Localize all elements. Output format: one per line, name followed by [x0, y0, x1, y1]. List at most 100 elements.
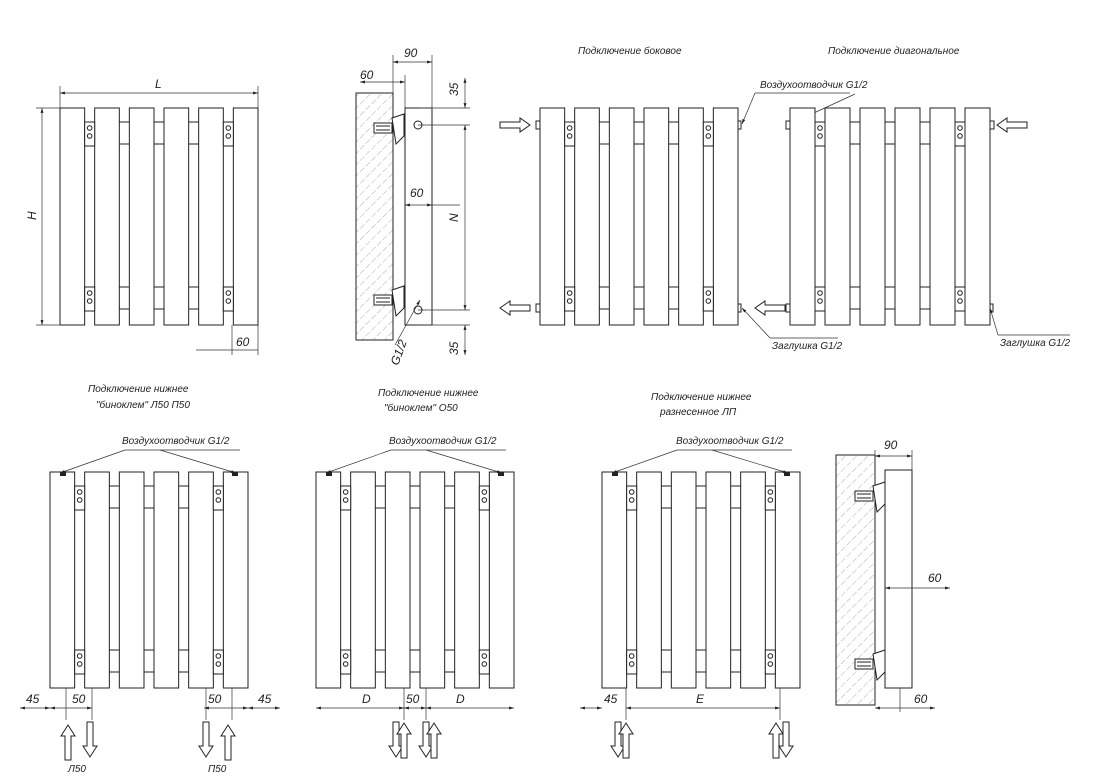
leader-air-vent	[325, 449, 392, 474]
air-vent-label-3: Воздухоотводчик G1/2	[389, 436, 497, 447]
diagonal-connection-radiator	[789, 107, 991, 326]
outlet-arrow-icon	[778, 721, 794, 758]
nipple-hole-icon	[628, 653, 635, 659]
dim-35-bottom: 35	[447, 341, 461, 355]
air-vent-icon	[60, 472, 66, 476]
dim-45-a: 45	[26, 692, 40, 706]
radiator-section	[153, 471, 180, 689]
radiator-section	[222, 471, 249, 689]
bottom-binocular-lp-radiator	[49, 471, 249, 689]
radiator-section	[601, 471, 628, 689]
nipple-hole-icon	[957, 290, 963, 296]
nipple-hole-icon	[957, 298, 963, 304]
dim-N: N	[447, 213, 461, 222]
dim-45-b: 45	[258, 692, 272, 706]
outlet-arrow-icon	[388, 721, 404, 758]
dim-H: H	[25, 211, 39, 220]
nipple-hole-icon	[566, 290, 573, 296]
nipple-hole-icon	[215, 653, 222, 659]
nipple-hole-icon	[817, 290, 823, 296]
leader-air-vent	[611, 449, 678, 474]
label-P50: П50	[208, 764, 227, 775]
radiator-section	[636, 471, 662, 689]
nipple-hole-icon	[342, 497, 349, 503]
dim-45-c: 45	[604, 692, 618, 706]
radiator-section	[824, 107, 851, 326]
title-bottom-o-1: Подключение нижнее	[378, 388, 479, 399]
dim-60-front: 60	[236, 335, 250, 349]
nipple-hole-icon	[705, 298, 712, 304]
bracket-hook	[872, 649, 886, 682]
bracket-hook	[872, 481, 886, 514]
radiator-section	[454, 471, 480, 689]
wall-bracket	[854, 658, 874, 670]
nipple-hole-icon	[481, 489, 488, 495]
outlet-arrow-icon	[198, 721, 214, 758]
nipple-hole-icon	[566, 133, 573, 139]
connection-stub	[785, 303, 791, 313]
nipple-hole-icon	[215, 489, 222, 495]
outlet-arrow-icon	[754, 300, 786, 316]
air-vent-icon	[784, 472, 790, 476]
dim-90-top: 90	[404, 46, 418, 60]
nipple-hole-icon	[86, 290, 93, 296]
leader-air-vent	[741, 92, 756, 125]
plug-icon	[737, 303, 742, 313]
dim-50-c: 50	[406, 692, 420, 706]
radiator-section	[678, 107, 704, 326]
dim-60-side2b: 60	[914, 692, 928, 706]
leader-air-vent	[59, 449, 126, 474]
dim-D-a: D	[362, 692, 371, 706]
dim-L: L	[155, 77, 162, 91]
radiator-section	[608, 107, 635, 326]
dim-D-b: D	[456, 692, 465, 706]
radiator-section	[705, 471, 732, 689]
radiator-section	[670, 471, 697, 689]
radiator-section	[964, 107, 991, 326]
nipple-hole-icon	[628, 489, 635, 495]
nipple-hole-icon	[76, 497, 83, 503]
radiator-section	[859, 107, 886, 326]
inlet-arrow-icon	[60, 724, 76, 761]
bracket-hook	[391, 285, 405, 318]
leader-air-vent	[425, 449, 503, 474]
leader-g12	[394, 299, 421, 346]
air-vent-label-2: Воздухоотводчик G1/2	[122, 436, 230, 447]
radiator-section	[488, 471, 515, 689]
nipple-hole-icon	[225, 133, 232, 139]
nipple-hole-icon	[342, 661, 349, 667]
air-vent-icon	[498, 472, 504, 476]
inlet-arrow-icon	[396, 722, 412, 759]
leader-plug	[989, 307, 999, 336]
nipple-hole-icon	[76, 489, 83, 495]
title-bottom-sep-2: разнесенное ЛП	[659, 407, 737, 418]
air-vent-icon	[785, 120, 791, 130]
outlet-arrow-icon	[610, 721, 626, 758]
leader-air-vent	[159, 449, 237, 474]
title-bottom-lp-1: Подключение нижнее	[88, 384, 189, 395]
nipple-hole-icon	[817, 125, 823, 131]
radiator-side-body	[884, 469, 913, 689]
plug-label-2: Заглушка G1/2	[1000, 338, 1071, 349]
dim-60-mid: 60	[410, 186, 424, 200]
nipple-hole-icon	[76, 661, 83, 667]
dim-g12: G1/2	[388, 337, 410, 367]
outlet-arrow-icon	[499, 300, 531, 316]
nipple-hole-icon	[767, 497, 774, 503]
leader-air-vent	[711, 449, 789, 474]
radiator-section	[84, 471, 110, 689]
nipple-hole-icon	[215, 661, 222, 667]
inlet-arrow-icon	[499, 117, 531, 133]
inlet-arrow-icon	[618, 722, 634, 759]
dim-60-side2: 60	[928, 571, 942, 585]
side-connection-radiator	[539, 107, 739, 326]
nipple-hole-icon	[225, 125, 232, 131]
radiator-section	[539, 107, 566, 326]
radiator-section	[315, 471, 342, 689]
air-vent-icon	[232, 472, 238, 476]
radiator-section	[419, 471, 446, 689]
nipple-hole-icon	[628, 661, 635, 667]
nipple-hole-icon	[566, 298, 573, 304]
radiator-section	[128, 107, 155, 326]
title-side-connection: Подключение боковое	[578, 45, 682, 57]
